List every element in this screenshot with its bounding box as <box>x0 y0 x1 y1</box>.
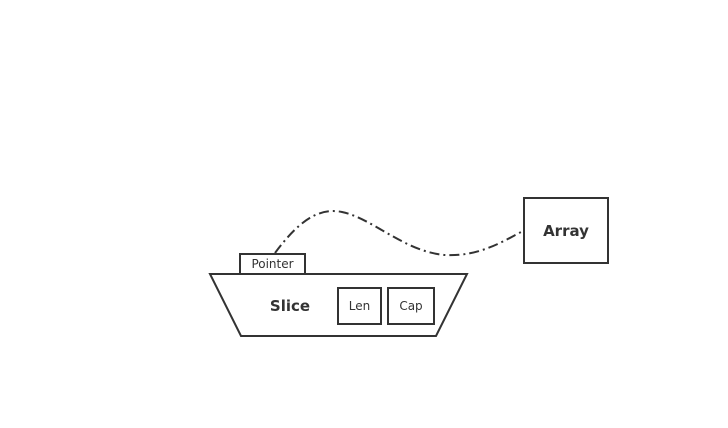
slice-label: Slice <box>270 297 310 315</box>
array-box <box>523 197 609 264</box>
len-label: Len <box>349 299 370 313</box>
array-label: Array <box>543 222 589 240</box>
pointer-box <box>239 253 306 275</box>
cap-box <box>387 287 435 325</box>
len-box <box>337 287 382 325</box>
pointer-label: Pointer <box>251 257 293 271</box>
cap-label: Cap <box>399 299 422 313</box>
pointer-to-array-connector <box>274 210 524 257</box>
